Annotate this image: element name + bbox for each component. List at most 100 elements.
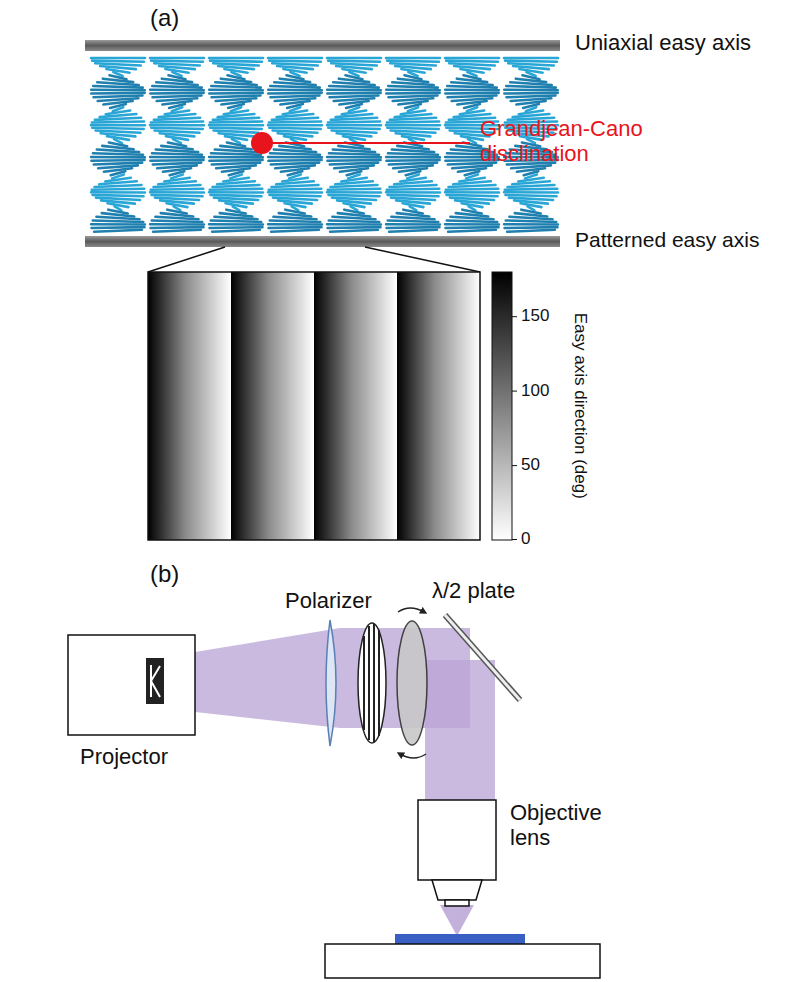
lc-molecule: [165, 69, 188, 73]
lc-molecule: [516, 101, 545, 104]
lc-molecule: [151, 195, 202, 196]
lc-molecule: [106, 69, 129, 73]
lc-molecule: [445, 57, 499, 60]
lc-molecule: [280, 79, 310, 82]
part-label: Uniaxial easy axis: [575, 30, 751, 55]
lc-molecule: [504, 191, 558, 194]
lc-molecule: [150, 191, 204, 194]
lc-molecule: [327, 88, 381, 91]
lc-molecule: [386, 223, 440, 226]
lc-molecule: [102, 213, 134, 216]
lc-molecule: [219, 200, 253, 203]
lc-molecule: [445, 92, 498, 95]
lc-molecule: [92, 128, 143, 129]
lc-molecule: [209, 124, 263, 127]
lc-molecule: [328, 195, 379, 196]
lc-molecule: [153, 230, 201, 232]
lc-molecule: [327, 57, 381, 60]
lc-molecule: [174, 206, 181, 210]
lc-molecule: [217, 181, 255, 184]
lc-molecule: [150, 159, 203, 162]
lc-molecule: [389, 163, 437, 165]
lc-molecule: [504, 92, 557, 95]
lc-molecule: [389, 96, 438, 98]
lc-molecule: [390, 118, 436, 120]
lc-molecule: [108, 203, 129, 207]
lc-molecule: [91, 223, 145, 226]
lc-molecule: [391, 217, 434, 220]
lc-molecule: [209, 92, 262, 95]
lc-molecule: [153, 96, 202, 98]
lc-molecule: [328, 121, 380, 122]
lc-molecule: [153, 163, 201, 165]
lc-molecule: [107, 136, 129, 140]
light-beam: [440, 905, 474, 936]
lc-molecule: [392, 82, 434, 85]
lc-molecule: [330, 230, 378, 232]
lc-molecule: [211, 153, 261, 155]
objective-tip: [445, 900, 469, 906]
objective-nose: [432, 880, 482, 900]
lc-molecule: [516, 79, 546, 82]
lc-molecule: [469, 206, 476, 210]
tick-label: 0: [521, 529, 530, 549]
lc-molecule: [215, 149, 257, 152]
lc-molecule: [95, 185, 142, 187]
lc-molecule: [388, 220, 438, 222]
lc-molecule: [151, 187, 204, 191]
lc-molecule: [91, 124, 145, 127]
lc-molecule: [402, 136, 424, 140]
lc-molecule: [395, 114, 432, 117]
lc-molecule: [329, 86, 378, 88]
lc-molecule: [327, 159, 380, 162]
lc-molecule: [221, 79, 251, 82]
lc-molecule: [460, 69, 483, 73]
lc-molecule: [268, 88, 322, 91]
lc-molecule: [152, 153, 202, 155]
lc-molecule: [515, 213, 547, 216]
lc-molecule: [507, 96, 556, 98]
lc-molecule: [451, 82, 493, 85]
lc-molecule: [327, 191, 381, 194]
lc-molecule: [103, 79, 133, 82]
lc-molecule: [269, 187, 322, 191]
lc-molecule: [386, 156, 440, 159]
lc-molecule: [279, 213, 311, 216]
polarizer: [326, 620, 336, 746]
lc-molecule: [337, 200, 371, 203]
lc-molecule: [277, 114, 314, 117]
lc-molecule: [222, 168, 250, 172]
lc-molecule: [386, 92, 439, 95]
lc-molecule: [272, 185, 319, 187]
lc-molecule: [397, 213, 429, 216]
part-label: λ/2 plate: [432, 578, 515, 603]
lc-molecule: [284, 136, 306, 140]
lc-molecule: [155, 217, 198, 220]
lc-molecule: [344, 203, 365, 207]
lc-molecule: [342, 69, 365, 73]
lc-molecule: [269, 61, 321, 62]
lc-molecule: [339, 79, 369, 82]
lc-molecule: [209, 156, 263, 159]
lc-molecule: [271, 163, 319, 165]
sample: [395, 934, 525, 944]
zoom-line: [148, 247, 225, 272]
lc-molecule: [91, 57, 145, 60]
lc-molecule: [445, 223, 499, 226]
lc-molecule: [233, 206, 240, 210]
lc-molecule: [161, 146, 192, 149]
lc-molecule: [92, 121, 144, 122]
lc-molecule: [212, 96, 261, 98]
lc-molecule: [220, 146, 251, 149]
lc-molecule: [225, 136, 247, 140]
lc-molecule: [96, 217, 139, 220]
lc-molecule: [273, 217, 316, 220]
light-beam: [425, 660, 495, 800]
lc-molecule: [268, 156, 322, 159]
rotation-arrow: [398, 608, 424, 612]
lc-molecule: [446, 195, 497, 196]
lc-molecule: [392, 149, 434, 152]
lc-molecule: [94, 96, 143, 98]
lc-molecule: [387, 195, 438, 196]
